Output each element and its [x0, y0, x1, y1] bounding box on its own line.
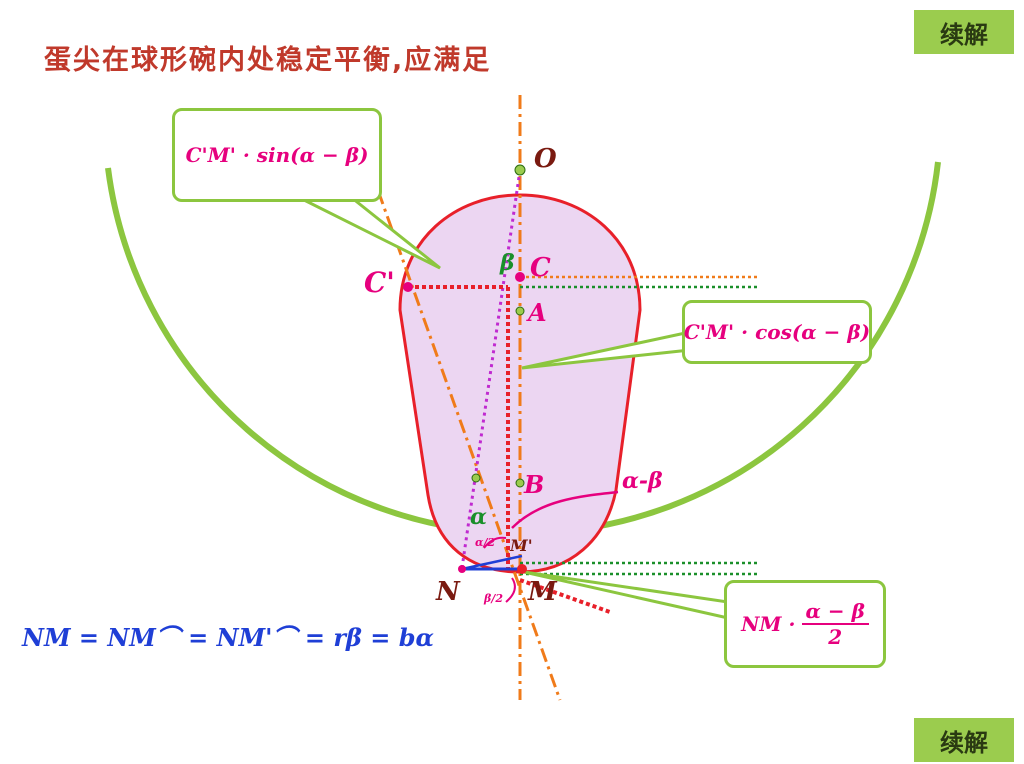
point-M: [517, 564, 527, 574]
page-title: 蛋尖在球形碗内处稳定平衡,应满足: [44, 45, 492, 76]
segment-N-Mprime: [461, 554, 523, 571]
callout-nm-denominator: 2: [828, 625, 843, 649]
label-C: C: [530, 253, 551, 283]
label-M: M: [528, 577, 557, 607]
arc-length-equation: NM = NM⌒ = NM'⌒ = rβ = bα: [22, 623, 434, 652]
label-beta-half: β/2: [484, 592, 503, 605]
tangent-line-M: [519, 578, 611, 614]
callout-nm: NM · α − β 2: [724, 580, 886, 668]
point-Cprime: [403, 282, 413, 292]
point-N: [458, 565, 466, 573]
callout-nm-prefix: NM ·: [741, 612, 796, 636]
callout-cos: C'M' · cos(α − β): [682, 300, 872, 364]
label-beta: β: [500, 250, 515, 276]
point-C: [515, 272, 525, 282]
label-A: A: [528, 298, 547, 327]
label-alpha: α: [470, 504, 487, 530]
angle-arc-alpha: [483, 536, 507, 549]
callout-cos-text: C'M' · cos(α − β): [683, 320, 871, 344]
continue-solution-button-top[interactable]: 续解: [914, 10, 1014, 54]
callout-sin-text: C'M' · sin(α − β): [185, 143, 369, 167]
label-alpha-minus-beta: α-β: [622, 468, 663, 494]
point-alpha-ref: [471, 473, 481, 483]
point-B: [515, 478, 525, 488]
label-Cprime: C': [364, 266, 395, 299]
callout-nm-numerator: α − β: [801, 599, 869, 625]
label-O: O: [534, 144, 557, 174]
callout-sin: C'M' · sin(α − β): [172, 108, 382, 202]
label-B: B: [524, 470, 545, 499]
label-alpha-half: α/2: [475, 536, 496, 549]
callout-sin-pointer: [299, 196, 441, 270]
callout-nm-fraction: α − β 2: [801, 599, 869, 649]
tilted-axis: [358, 139, 562, 701]
point-O: [514, 164, 526, 176]
label-N: N: [436, 577, 460, 607]
continue-solution-button-bottom[interactable]: 续解: [914, 718, 1014, 762]
point-A: [515, 306, 525, 316]
alpha-beta-pointer: [511, 490, 619, 529]
label-Mprime: M': [510, 536, 533, 555]
angle-arc-beta: [505, 577, 516, 603]
